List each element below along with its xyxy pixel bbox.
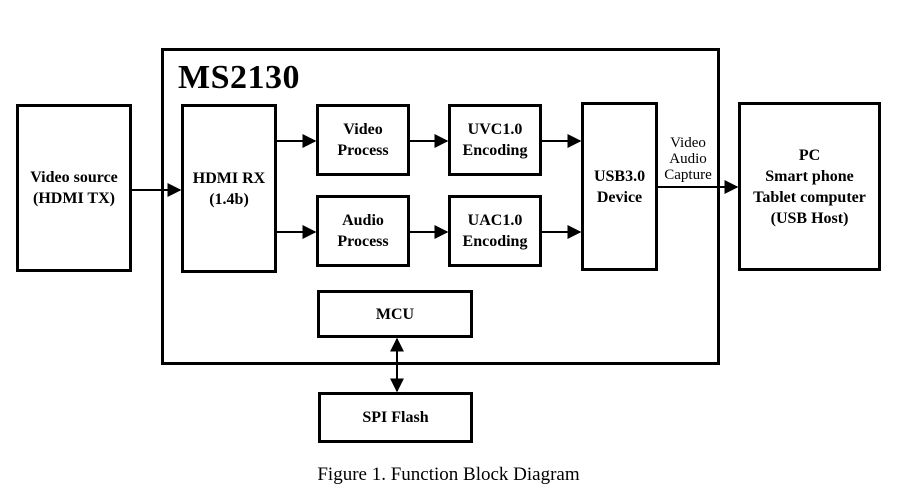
audio-process-block: Audio Process bbox=[316, 195, 410, 267]
video-source-block: Video source (HDMI TX) bbox=[16, 104, 132, 272]
host-line-2: Smart phone bbox=[765, 167, 854, 185]
chip-title: MS2130 bbox=[178, 59, 300, 96]
usb-device-line-1: USB3.0 bbox=[593, 167, 646, 185]
ms2130-chip-boundary bbox=[161, 48, 720, 365]
mcu-block: MCU bbox=[317, 290, 473, 338]
uac-line-2: Encoding bbox=[462, 233, 528, 250]
spi-flash-block: SPI Flash bbox=[318, 392, 473, 443]
host-line-3: Tablet computer bbox=[753, 188, 866, 206]
usb3-device-block: USB3.0 Device bbox=[581, 102, 658, 271]
figure-caption: Figure 1. Function Block Diagram bbox=[317, 464, 580, 485]
link-label-capture: Capture bbox=[664, 167, 712, 183]
mcu-label: MCU bbox=[375, 305, 415, 323]
video-process-line-2: Process bbox=[337, 142, 389, 159]
host-line-1: PC bbox=[798, 146, 821, 164]
hdmi-rx-block: HDMI RX (1.4b) bbox=[181, 104, 277, 273]
video-source-line-1: Video source bbox=[30, 169, 118, 186]
uac-line-1: UAC1.0 bbox=[467, 212, 523, 229]
video-process-block: Video Process bbox=[316, 104, 410, 176]
video-source-line-2: (HDMI TX) bbox=[33, 190, 115, 207]
link-label-video: Video bbox=[670, 135, 706, 151]
uac-encoding-block: UAC1.0 Encoding bbox=[448, 195, 542, 267]
audio-process-line-1: Audio bbox=[342, 212, 384, 229]
host-line-4: (USB Host) bbox=[770, 209, 849, 227]
audio-process-line-2: Process bbox=[337, 233, 389, 250]
link-label-audio: Audio bbox=[669, 151, 707, 167]
hdmi-rx-line-1: HDMI RX bbox=[192, 169, 266, 187]
uvc-line-2: Encoding bbox=[462, 142, 528, 159]
spi-flash-label: SPI Flash bbox=[362, 409, 429, 426]
usb-host-block: PC Smart phone Tablet computer (USB Host… bbox=[738, 102, 881, 271]
video-process-line-1: Video bbox=[343, 121, 383, 138]
uvc-encoding-block: UVC1.0 Encoding bbox=[448, 104, 542, 176]
uvc-line-1: UVC1.0 bbox=[467, 121, 523, 138]
hdmi-rx-line-2: (1.4b) bbox=[209, 190, 249, 208]
usb-device-line-2: Device bbox=[596, 188, 643, 206]
